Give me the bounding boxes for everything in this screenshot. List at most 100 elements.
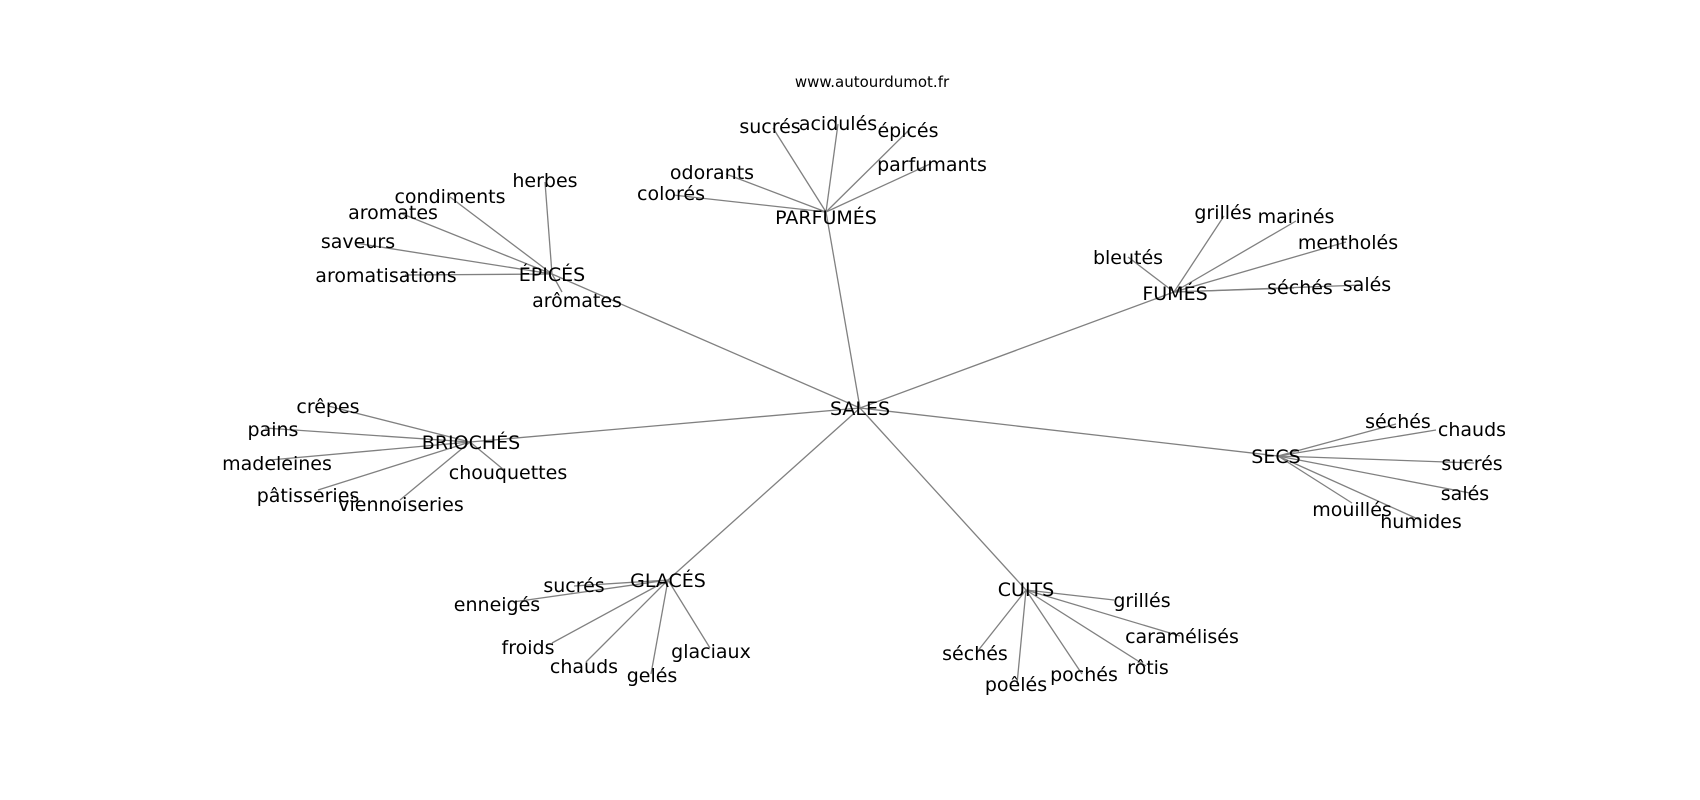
- leaf-node-label: herbes: [512, 170, 577, 192]
- hub-to-leaf-edge: [1025, 589, 1147, 667]
- hub-to-leaf-edge: [976, 589, 1027, 653]
- leaf-node-label: salés: [1441, 483, 1489, 505]
- leaf-node-label: sucrés: [739, 116, 800, 138]
- leaf-node-label: acidulés: [799, 113, 877, 135]
- hub-to-leaf-edge: [512, 579, 669, 603]
- leaf-node-label: poêlés: [985, 674, 1047, 696]
- hub-to-leaf-edge: [317, 441, 471, 491]
- leaf-node-label: glaciaux: [671, 641, 751, 663]
- site-watermark: www.autourdumot.fr: [795, 73, 950, 91]
- leaf-node-label: grillés: [1194, 202, 1251, 224]
- hub-to-leaf-edge: [1277, 455, 1475, 464]
- hub-to-leaf-edge: [1016, 589, 1027, 685]
- hub-to-leaf-edge: [667, 579, 711, 649]
- hub-node-label: SECS: [1251, 446, 1300, 468]
- leaf-node-label: mouillés: [1312, 499, 1392, 521]
- hub-to-leaf-edge: [725, 173, 827, 213]
- hub-to-leaf-edge: [1173, 215, 1225, 293]
- hub-to-leaf-edge: [1277, 455, 1353, 504]
- center-to-hub-edge: [859, 407, 1027, 591]
- hub-to-leaf-edge: [1025, 589, 1181, 637]
- hub-to-leaf-edge: [354, 242, 553, 275]
- hub-to-leaf-edge: [269, 441, 471, 461]
- leaf-node-label: séchés: [1365, 411, 1431, 433]
- hub-node-label: ÉPICÉS: [519, 263, 585, 286]
- hub-to-leaf-edge: [772, 127, 827, 213]
- leaf-node-label: séchés: [942, 643, 1008, 665]
- leaf-node-label: grillés: [1113, 590, 1170, 612]
- hub-node-label: FUMÉS: [1142, 282, 1207, 305]
- leaf-node-label: madeleines: [222, 453, 332, 475]
- hub-to-leaf-edge: [1277, 455, 1471, 494]
- leaf-node-label: condiments: [394, 186, 505, 208]
- hub-node-label: CUITS: [998, 579, 1054, 601]
- hub-to-leaf-edge: [1277, 455, 1421, 521]
- hub-to-leaf-edge: [404, 273, 553, 276]
- hub-node-label: GLACÉS: [630, 569, 706, 592]
- hub-to-leaf-edge: [825, 123, 839, 213]
- leaf-node-label: sucrés: [1441, 453, 1502, 475]
- hub-to-leaf-edge: [399, 212, 553, 275]
- leaf-node-label: chauds: [550, 656, 618, 678]
- hub-to-leaf-edge: [1173, 241, 1347, 293]
- leaf-node-label: colorés: [637, 183, 705, 205]
- hub-to-leaf-edge: [399, 441, 471, 501]
- hub-to-leaf-edge: [551, 273, 563, 293]
- leaf-node-label: pochés: [1050, 664, 1118, 686]
- center-to-hub-edge: [859, 407, 1279, 457]
- leaf-node-label: caramélisés: [1125, 626, 1239, 648]
- leaf-node-label: sucrés: [543, 575, 604, 597]
- hub-to-leaf-edge: [1277, 429, 1437, 457]
- center-to-hub-edge: [825, 211, 861, 409]
- hub-to-leaf-edge: [449, 196, 553, 275]
- leaf-node-label: aromates: [348, 202, 438, 224]
- leaf-node-label: mentholés: [1298, 232, 1398, 254]
- hub-to-leaf-edge: [825, 163, 931, 213]
- hub-node-label: PARFUMÉS: [775, 206, 877, 229]
- leaf-node-label: séchés: [1267, 277, 1333, 299]
- leaf-node-label: odorants: [670, 162, 754, 184]
- leaf-node-label: épicés: [877, 120, 938, 142]
- leaf-node-label: enneigés: [454, 594, 540, 616]
- center-node-label: SALES: [830, 398, 890, 420]
- leaf-node-label: froids: [502, 637, 555, 659]
- leaf-node-label: gelés: [627, 665, 678, 687]
- leaf-node-label: salés: [1343, 274, 1391, 296]
- leaf-node-label: crêpes: [296, 396, 359, 418]
- hub-to-leaf-edge: [573, 579, 669, 587]
- center-to-hub-edge: [859, 291, 1175, 409]
- leaf-node-label: marinés: [1258, 206, 1335, 228]
- center-to-hub-edge: [551, 273, 861, 409]
- hub-to-leaf-edge: [469, 441, 505, 471]
- hub-to-leaf-edge: [585, 579, 669, 663]
- leaf-node-label: saveurs: [321, 231, 395, 253]
- hub-to-leaf-edge: [264, 427, 471, 443]
- center-to-hub-edge: [667, 407, 861, 581]
- graph-labels: www.autourdumot.fr SALESPARFUMÉSsucrésac…: [222, 73, 1506, 696]
- leaf-node-label: viennoiseries: [338, 494, 463, 516]
- hub-to-leaf-edge: [1173, 220, 1297, 293]
- hub-to-leaf-edge: [1277, 423, 1397, 457]
- leaf-node-label: humides: [1380, 511, 1462, 533]
- leaf-node-label: pains: [248, 419, 299, 441]
- hub-to-leaf-edge: [1127, 256, 1175, 293]
- leaf-node-label: arômates: [532, 290, 622, 312]
- hub-to-leaf-edge: [1173, 284, 1363, 293]
- leaf-node-label: parfumants: [877, 154, 987, 176]
- leaf-node-label: bleutés: [1093, 247, 1163, 269]
- graph-edges: [264, 123, 1475, 685]
- leaf-node-label: chauds: [1438, 419, 1506, 441]
- leaf-node-label: rôtis: [1127, 657, 1169, 679]
- hub-to-leaf-edge: [650, 579, 669, 675]
- hub-to-leaf-edge: [825, 130, 909, 213]
- leaf-node-label: aromatisations: [315, 265, 456, 287]
- hub-node-label: BRIOCHÉS: [422, 431, 520, 454]
- hub-to-leaf-edge: [672, 194, 827, 213]
- hub-to-leaf-edge: [551, 579, 669, 644]
- center-to-hub-edge: [469, 407, 861, 443]
- hub-to-leaf-edge: [1025, 589, 1115, 601]
- leaf-node-label: pâtisseries: [257, 485, 360, 507]
- leaf-node-label: chouquettes: [449, 462, 567, 484]
- hub-to-leaf-edge: [544, 181, 553, 275]
